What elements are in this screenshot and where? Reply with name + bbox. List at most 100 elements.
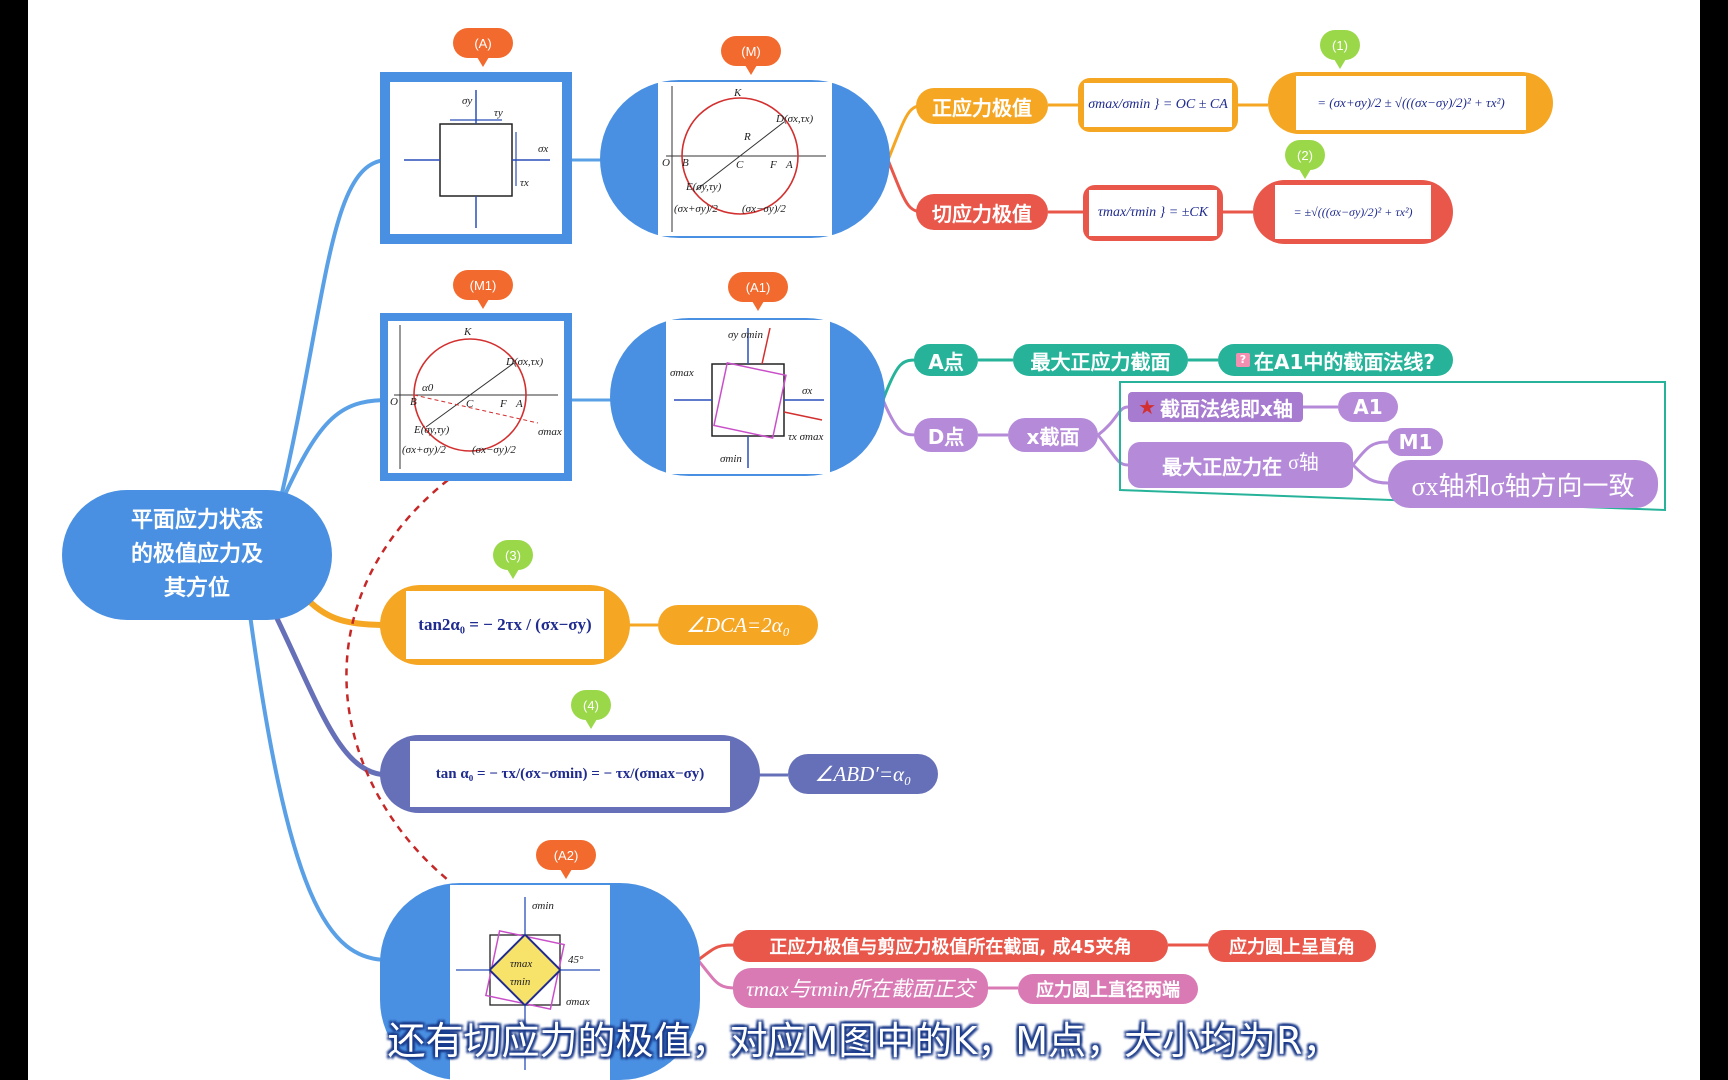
- root-line-3: 其方位: [163, 576, 230, 601]
- mohr-circle-svg: K D(σx,τx) R O B C F A E(σy,τy) (σx+σy)/…: [662, 86, 826, 232]
- point-A-node[interactable]: A点: [914, 344, 978, 376]
- point-D-node[interactable]: D点: [914, 418, 978, 452]
- question-icon: ?: [1236, 353, 1250, 367]
- svg-text:E(σy,τy): E(σy,τy): [413, 424, 450, 436]
- svg-text:F: F: [499, 398, 507, 410]
- svg-text:B: B: [410, 396, 417, 408]
- svg-text:R: R: [743, 131, 751, 143]
- svg-text:K: K: [463, 326, 472, 338]
- tau-formula2-node[interactable]: = ±√(((σx−σy)/2)² + τx²): [1253, 180, 1453, 244]
- tau-formula: τmax/τmin } = ±CK: [1089, 190, 1217, 236]
- node-A-frame[interactable]: σy τy σx τx: [380, 72, 572, 244]
- svg-text:σmin: σmin: [532, 900, 554, 912]
- mohr-circle-angle-svg: K D(σx,τx) O B C F A α0 E(σy,τy) σmax (σ…: [390, 325, 562, 469]
- svg-text:F: F: [769, 159, 777, 171]
- svg-text:O: O: [662, 157, 670, 169]
- question-node[interactable]: ? 在A1中的截面法线?: [1218, 344, 1453, 376]
- max-normal-on-text: 最大正应力在: [1162, 454, 1283, 479]
- node-M1-frame[interactable]: K D(σx,τx) O B C F A α0 E(σy,τy) σmax (σ…: [380, 313, 572, 481]
- svg-text:σmax: σmax: [566, 996, 590, 1008]
- tau-formula2: = ±√(((σx−σy)/2)² + τx²): [1275, 185, 1431, 239]
- sigma-formula-node[interactable]: σmax/σmin } = OC ± CA: [1078, 78, 1238, 132]
- sigma-formula: σmax/σmin } = OC ± CA: [1084, 83, 1232, 127]
- normal-is-x-text: 截面法线即x轴: [1160, 396, 1293, 421]
- extreme-45-node[interactable]: 正应力极值与剪应力极值所在截面, 成45夹角: [733, 930, 1168, 962]
- svg-text:τmax: τmax: [510, 958, 532, 970]
- diameter-ends-node[interactable]: 应力圆上直径两端: [1018, 974, 1198, 1004]
- tag-A: (A): [453, 28, 513, 67]
- star-icon: ★: [1138, 395, 1157, 419]
- svg-text:σx: σx: [538, 143, 548, 155]
- tag-1: (1): [1320, 30, 1360, 69]
- svg-text:D(σx,τx): D(σx,τx): [505, 356, 543, 368]
- svg-text:(σx+σy)/2: (σx+σy)/2: [402, 444, 446, 456]
- node-M-frame[interactable]: K D(σx,τx) R O B C F A E(σy,τy) (σx+σy)/…: [600, 80, 890, 238]
- axis-same-node[interactable]: σx轴和σ轴方向一致: [1388, 460, 1658, 508]
- stress-element-diagram: σy τy σx τx: [390, 82, 562, 234]
- tag-A1: (A1): [728, 272, 788, 311]
- tag-4: (4): [571, 690, 611, 729]
- svg-text:σx: σx: [802, 385, 812, 397]
- mindmap-canvas: 平面应力状态 的极值应力及 其方位 (A) σy τy σx τx (M): [28, 0, 1700, 1080]
- node-A2-frame[interactable]: σmin τmax τmin 45° σmax: [380, 883, 700, 1080]
- a1-ref-node[interactable]: A1: [1338, 392, 1398, 422]
- svg-text:(σx−σy)/2: (σx−σy)/2: [472, 444, 516, 456]
- rotated-element-diagram: σy σmin σmax σx τx σmax σmin: [666, 320, 830, 474]
- svg-text:K: K: [733, 87, 742, 99]
- tag-3: (3): [493, 540, 533, 579]
- svg-text:D(σx,τx): D(σx,τx): [775, 113, 813, 125]
- max-normal-on-node[interactable]: 最大正应力在 σ轴: [1128, 442, 1353, 488]
- m1-ref-node[interactable]: M1: [1388, 428, 1443, 456]
- svg-text:σy σmin: σy σmin: [728, 329, 763, 341]
- svg-text:τy: τy: [494, 107, 503, 119]
- node-A1-frame[interactable]: σy σmin σmax σx τx σmax σmin: [610, 318, 885, 476]
- shear-extreme-node[interactable]: 切应力极值: [916, 194, 1048, 230]
- max-normal-section-node[interactable]: 最大正应力截面: [1013, 344, 1188, 376]
- tag-M: (M): [721, 36, 781, 75]
- svg-text:E(σy,τy): E(σy,τy): [685, 181, 722, 193]
- svg-text:σmax: σmax: [538, 426, 562, 438]
- angle-abd-node[interactable]: ∠ABD′=α₀: [788, 754, 938, 794]
- element-45-diagram: σmin τmax τmin 45° σmax: [450, 885, 610, 1080]
- tau-orth-node[interactable]: τmax与τmin所在截面正交: [733, 968, 988, 1008]
- mohr-circle-angle-diagram: K D(σx,τx) O B C F A α0 E(σy,τy) σmax (σ…: [388, 321, 564, 473]
- svg-text:A: A: [515, 398, 523, 410]
- right-angle-node[interactable]: 应力圆上呈直角: [1208, 930, 1376, 962]
- question-text: 在A1中的截面法线?: [1254, 349, 1435, 374]
- svg-text:τx σmax: τx σmax: [788, 431, 823, 443]
- tag-M1: (M1): [453, 270, 513, 309]
- svg-text:σy: σy: [462, 95, 472, 107]
- svg-text:A: A: [785, 159, 793, 171]
- video-subtitle: 还有切应力的极值，对应M图中的K，M点，大小均为R，: [387, 1019, 1341, 1063]
- tag-A2: (A2): [536, 840, 596, 879]
- normal-extreme-node[interactable]: 正应力极值: [916, 88, 1048, 124]
- tan1-node[interactable]: tan α₀ = − τx/(σx−σmin) = − τx/(σmax−σy): [380, 735, 760, 813]
- svg-text:(σx−σy)/2: (σx−σy)/2: [742, 203, 786, 215]
- svg-text:τx: τx: [520, 177, 529, 189]
- sigma-formula2: = (σx+σy)/2 ± √(((σx−σy)/2)² + τx²): [1296, 76, 1526, 130]
- svg-text:σmax: σmax: [670, 367, 694, 379]
- root-node[interactable]: 平面应力状态 的极值应力及 其方位: [62, 490, 332, 620]
- svg-text:(σx+σy)/2: (σx+σy)/2: [674, 203, 718, 215]
- tau-formula-node[interactable]: τmax/τmin } = ±CK: [1083, 185, 1223, 241]
- svg-text:O: O: [390, 396, 398, 408]
- normal-is-x-node[interactable]: ★ 截面法线即x轴: [1128, 392, 1303, 422]
- svg-text:C: C: [466, 398, 474, 410]
- tan2-node[interactable]: tan2α₀ = − 2τx / (σx−σy): [380, 585, 630, 665]
- root-line-1: 平面应力状态: [130, 508, 263, 533]
- svg-text:45°: 45°: [568, 954, 584, 966]
- svg-text:C: C: [736, 159, 744, 171]
- svg-text:α0: α0: [422, 382, 434, 394]
- svg-text:σmin: σmin: [720, 453, 742, 465]
- stress-element-svg: σy τy σx τx: [404, 90, 550, 228]
- tag-2: (2): [1285, 140, 1325, 179]
- root-line-2: 的极值应力及: [130, 542, 263, 567]
- sigma-axis-text: σ轴: [1288, 451, 1319, 474]
- angle-dca-node[interactable]: ∠DCA=2α₀: [658, 605, 818, 645]
- rotated-element-svg: σy σmin σmax σx τx σmax σmin: [670, 327, 824, 468]
- mohr-circle-diagram: K D(σx,τx) R O B C F A E(σy,τy) (σx+σy)/…: [658, 82, 832, 236]
- tan2-formula: tan2α₀ = − 2τx / (σx−σy): [406, 591, 604, 659]
- sigma-formula2-node[interactable]: = (σx+σy)/2 ± √(((σx−σy)/2)² + τx²): [1268, 72, 1553, 134]
- x-section-node[interactable]: x截面: [1008, 418, 1098, 452]
- element-45-svg: σmin τmax τmin 45° σmax: [456, 897, 600, 1070]
